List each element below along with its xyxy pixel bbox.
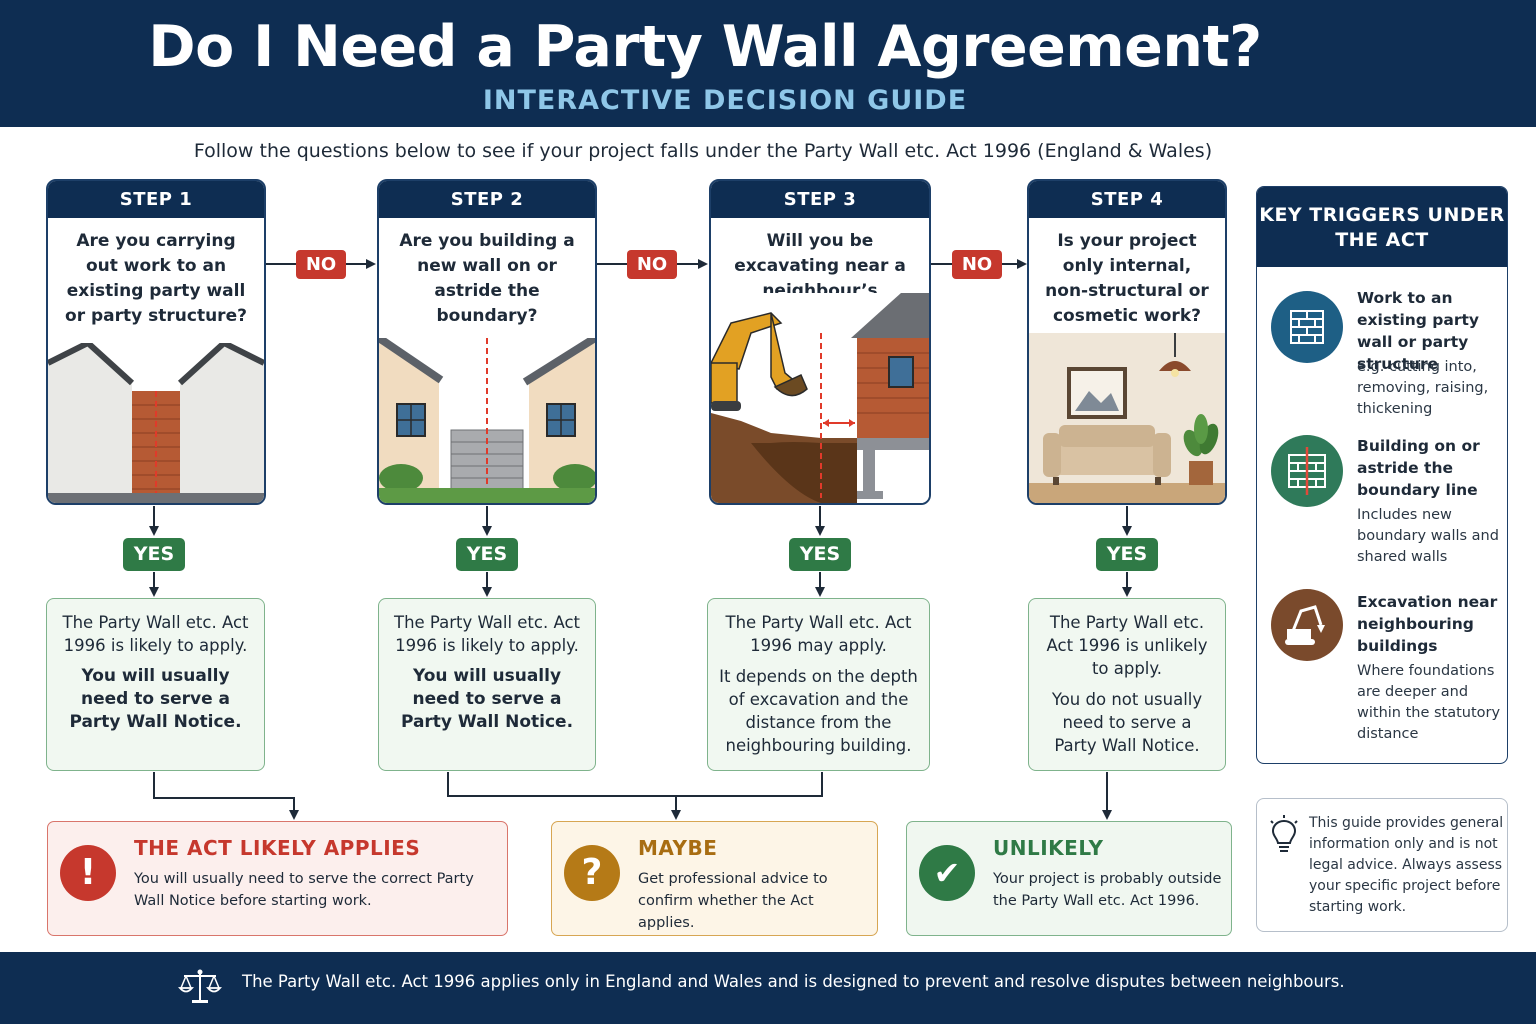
- trigger-existing-wall-desc: e.g. cutting into, removing, raising, th…: [1357, 359, 1489, 417]
- step-3-card[interactable]: STEP 3 Will you be excavating near a nei…: [709, 179, 931, 505]
- step-4-label: STEP 4: [1029, 181, 1225, 218]
- result-unlikely-title: UNLIKELY: [993, 836, 1104, 860]
- step-2-outcome-summary: The Party Wall etc. Act 1996 is likely t…: [393, 613, 581, 655]
- trigger-excavation-desc: Where foundations are deeper and within …: [1357, 663, 1501, 742]
- no-connector-3: NO: [952, 250, 1002, 279]
- yes-connector-3: YES: [789, 538, 851, 571]
- boundary-wall-houses-illustration: [379, 338, 595, 503]
- step-2-label: STEP 2: [379, 181, 595, 218]
- step-1-outcome: The Party Wall etc. Act 1996 is likely t…: [46, 598, 265, 771]
- result-act-applies: ! THE ACT LIKELY APPLIES You will usuall…: [47, 821, 508, 936]
- boundary-wall-icon: [1271, 435, 1343, 507]
- step-4-question: Is your project only internal, non-struc…: [1045, 231, 1209, 326]
- lightbulb-icon: [1270, 815, 1298, 852]
- step-3-label: STEP 3: [711, 181, 929, 218]
- step-3-outcome-summary: The Party Wall etc. Act 1996 may apply.: [725, 613, 912, 655]
- step-1-outcome-action: You will usually need to serve a Party W…: [69, 666, 242, 732]
- scales-of-justice-icon: [178, 969, 222, 1003]
- brick-wall-icon: [1271, 291, 1343, 363]
- no-connector-1: NO: [296, 250, 346, 279]
- step-1-label: STEP 1: [48, 181, 264, 218]
- result-maybe-title: MAYBE: [638, 836, 718, 860]
- question-icon: ?: [564, 845, 620, 901]
- header-banner: Do I Need a Party Wall Agreement? INTERA…: [0, 0, 1536, 127]
- yes-connector-1: YES: [123, 538, 185, 571]
- step-1-outcome-summary: The Party Wall etc. Act 1996 is likely t…: [62, 613, 249, 655]
- excavator-icon: [1271, 589, 1343, 661]
- trigger-boundary-wall-title: Building on or astride the boundary line: [1357, 437, 1480, 499]
- result-maybe: ? MAYBE Get professional advice to confi…: [551, 821, 878, 936]
- check-icon: ✔: [919, 845, 975, 901]
- trigger-existing-wall-title: Work to an existing party wall or party …: [1357, 289, 1480, 373]
- key-triggers-title: KEY TRIGGERS UNDER THE ACT: [1257, 187, 1507, 267]
- step-4-outcome: The Party Wall etc. Act 1996 is unlikely…: [1028, 598, 1226, 771]
- step-4-outcome-summary: The Party Wall etc. Act 1996 is unlikely…: [1046, 613, 1208, 678]
- step-1-card[interactable]: STEP 1 Are you carrying out work to an e…: [46, 179, 266, 505]
- result-unlikely-text: Your project is probably outside the Par…: [993, 871, 1222, 909]
- page-title: Do I Need a Party Wall Agreement?: [148, 14, 1262, 80]
- key-triggers-panel: KEY TRIGGERS UNDER THE ACT Work to an ex…: [1256, 186, 1508, 764]
- party-wall-houses-illustration: [48, 343, 264, 503]
- step-4-card[interactable]: STEP 4 Is your project only internal, no…: [1027, 179, 1227, 505]
- result-act-applies-title: THE ACT LIKELY APPLIES: [134, 836, 421, 860]
- step-2-card[interactable]: STEP 2 Are you building a new wall on or…: [377, 179, 597, 505]
- step-2-question: Are you building a new wall on or astrid…: [399, 231, 575, 326]
- yes-connector-2: YES: [456, 538, 518, 571]
- result-maybe-text: Get professional advice to confirm wheth…: [638, 871, 828, 931]
- footer-banner: The Party Wall etc. Act 1996 applies onl…: [0, 952, 1536, 1024]
- living-room-illustration: [1029, 333, 1225, 503]
- page-subtitle: INTERACTIVE DECISION GUIDE: [482, 85, 968, 116]
- step-2-outcome-action: You will usually need to serve a Party W…: [400, 666, 574, 732]
- disclaimer-note: This guide provides general information …: [1256, 798, 1508, 932]
- no-connector-2: NO: [627, 250, 677, 279]
- step-2-outcome: The Party Wall etc. Act 1996 is likely t…: [378, 598, 596, 771]
- intro-text: Follow the questions below to see if you…: [193, 140, 1213, 162]
- excavation-illustration: [711, 293, 929, 503]
- footer-text: The Party Wall etc. Act 1996 applies onl…: [242, 972, 1345, 991]
- step-3-outcome-detail: It depends on the depth of excavation an…: [719, 667, 918, 755]
- result-act-applies-text: You will usually need to serve the corre…: [134, 871, 474, 909]
- yes-connector-4: YES: [1096, 538, 1158, 571]
- step-1-question: Are you carrying out work to an existing…: [65, 231, 247, 326]
- trigger-boundary-wall-desc: Includes new boundary walls and shared w…: [1357, 507, 1499, 565]
- step-4-outcome-detail: You do not usually need to serve a Party…: [1051, 690, 1203, 755]
- trigger-excavation-title: Excavation near neighbouring buildings: [1357, 593, 1498, 655]
- disclaimer-text: This guide provides general information …: [1309, 815, 1504, 915]
- result-unlikely: ✔ UNLIKELY Your project is probably outs…: [906, 821, 1232, 936]
- step-3-outcome: The Party Wall etc. Act 1996 may apply. …: [707, 598, 930, 771]
- exclamation-icon: !: [60, 845, 116, 901]
